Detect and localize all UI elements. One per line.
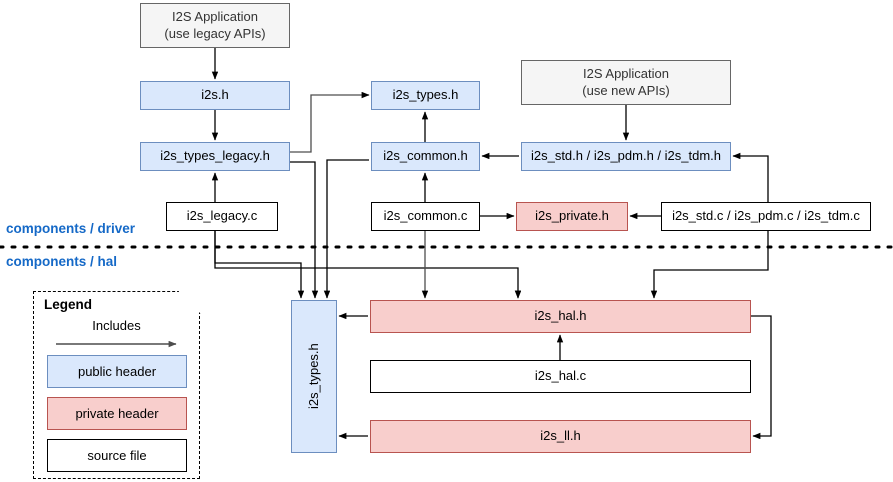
edge-types-legacy-to-types-h xyxy=(290,91,370,153)
node-label: i2s_types.h xyxy=(392,87,459,103)
node-i2s-std-h[interactable]: i2s_std.h / i2s_pdm.h / i2s_tdm.h xyxy=(521,142,731,171)
legend-item-source-file: source file xyxy=(47,439,187,472)
node-label: i2s_types.h xyxy=(305,343,321,410)
node-i2s-legacy-c[interactable]: i2s_legacy.c xyxy=(166,202,278,231)
legend-item-private-header: private header xyxy=(47,397,187,430)
node-i2s-common-h[interactable]: i2s_common.h xyxy=(371,142,480,171)
edge-std-c-to-hal-h xyxy=(650,231,769,299)
node-i2s-hal-c[interactable]: i2s_hal.c xyxy=(370,360,751,393)
node-label: I2S Application (use legacy APIs) xyxy=(164,9,266,41)
edge-legacy-c-to-hal-types xyxy=(214,231,305,299)
legend-box: Legend Includes public header private he… xyxy=(33,290,201,479)
edge-common-h-to-hal-types xyxy=(323,159,369,299)
edge-std-c-to-std-h xyxy=(732,152,769,202)
node-i2s-std-c[interactable]: i2s_std.c / i2s_pdm.c / i2s_tdm.c xyxy=(661,202,871,231)
node-label: i2s_legacy.c xyxy=(186,208,258,224)
legend-fold-corner xyxy=(177,290,201,314)
node-i2s-h[interactable]: i2s.h xyxy=(140,81,290,110)
node-i2s-types-legacy-h[interactable]: i2s_types_legacy.h xyxy=(140,142,290,171)
node-label: i2s_hal.c xyxy=(534,368,587,384)
legend-item-label: private header xyxy=(75,406,159,421)
node-i2s-common-c[interactable]: i2s_common.c xyxy=(371,202,480,231)
edge-types-legacy-to-hal-types xyxy=(290,161,319,299)
node-app-new[interactable]: I2S Application (use new APIs) xyxy=(521,60,731,105)
node-i2s-hal-h[interactable]: i2s_hal.h xyxy=(370,300,751,333)
node-i2s-ll-h[interactable]: i2s_ll.h xyxy=(370,420,751,453)
node-i2s-private-h[interactable]: i2s_private.h xyxy=(516,202,628,231)
legend-item-label: source file xyxy=(87,448,147,463)
node-app-legacy[interactable]: I2S Application (use legacy APIs) xyxy=(140,3,290,48)
legend-item-label: public header xyxy=(77,364,157,379)
node-label: i2s_ll.h xyxy=(540,428,581,444)
node-label: i2s_hal.h xyxy=(534,308,587,324)
edge-types-legacy-to-hal-h xyxy=(514,290,522,299)
zone-label-hal: components / hal xyxy=(6,254,118,269)
zone-label-driver: components / driver xyxy=(6,221,136,236)
node-label: i2s_types_legacy.h xyxy=(160,148,270,164)
edge-left-to-hal-h xyxy=(214,231,522,299)
edge-hal-h-to-ll-h xyxy=(751,315,772,440)
node-label: i2s_common.c xyxy=(383,208,468,224)
node-label: I2S Application (use new APIs) xyxy=(582,66,670,98)
node-i2s-types-h-hal[interactable]: i2s_types.h xyxy=(291,300,337,453)
legend-item-public-header: public header xyxy=(47,355,187,388)
node-label: i2s_std.h / i2s_pdm.h / i2s_tdm.h xyxy=(530,148,722,164)
node-label: i2s.h xyxy=(201,87,229,103)
node-label: i2s_std.c / i2s_pdm.c / i2s_tdm.c xyxy=(672,208,860,224)
legend-includes-label: Includes xyxy=(92,318,141,333)
node-i2s-types-h[interactable]: i2s_types.h xyxy=(371,81,480,110)
legend-includes-arrow xyxy=(56,340,177,348)
legend-title: Legend xyxy=(44,297,93,312)
node-label: i2s_common.h xyxy=(383,148,468,164)
node-label: i2s_private.h xyxy=(535,208,609,224)
